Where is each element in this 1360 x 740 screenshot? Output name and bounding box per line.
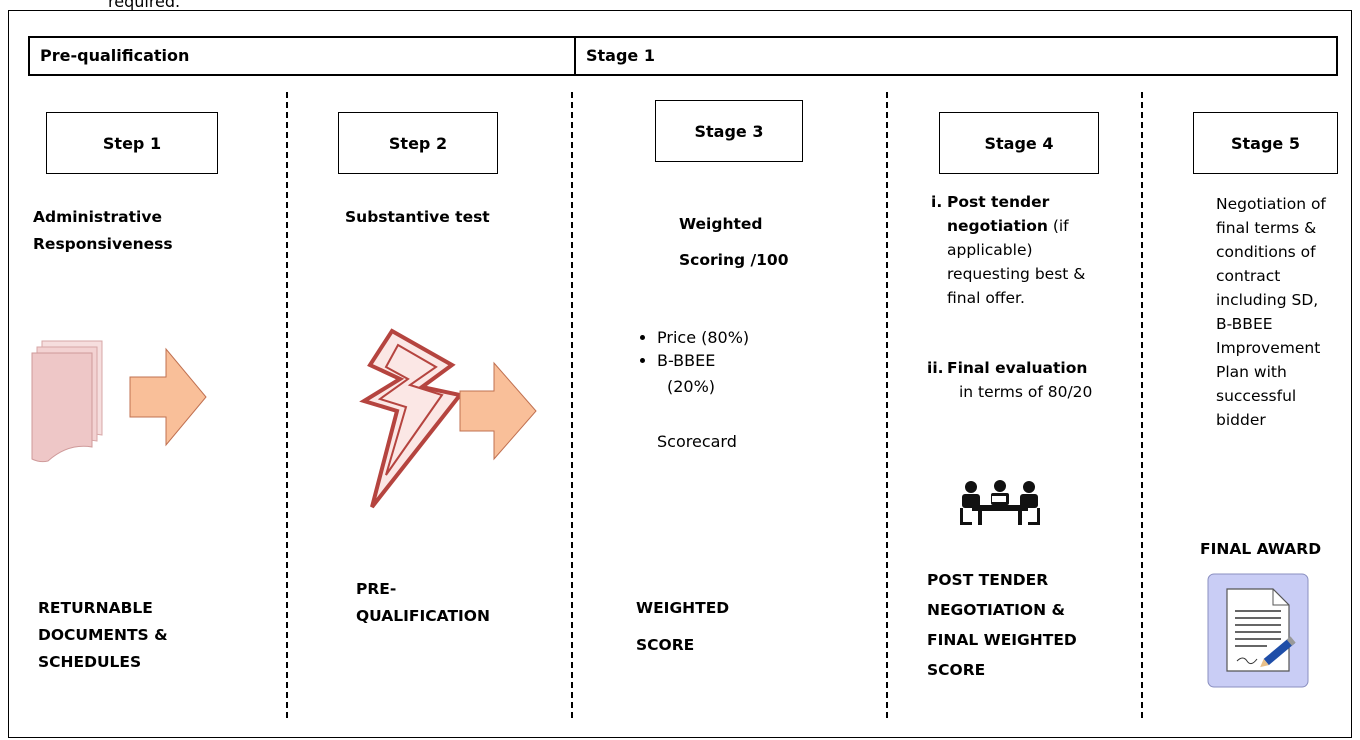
separator-4 xyxy=(1141,92,1143,718)
stage-4-item-2: ii. Final evaluation in terms of 80/20 xyxy=(927,359,1093,401)
stage-5-description: Negotiation of final terms & conditions … xyxy=(1216,195,1326,429)
column-2-footer: PRE- QUALIFICATION xyxy=(356,580,490,625)
bullet-bbbee: B-BBEE xyxy=(657,349,749,372)
column-1-title: Administrative Responsiveness xyxy=(33,208,173,253)
lightning-bolt-icon xyxy=(359,328,537,509)
column-4-footer: POST TENDER NEGOTIATION & FINAL WEIGHTED… xyxy=(927,571,1077,679)
column-2-title: Substantive test xyxy=(345,208,490,226)
column-3-footer: WEIGHTED SCORE xyxy=(636,599,730,654)
top-cutoff-text: required. xyxy=(108,0,181,11)
documents-stack-icon xyxy=(31,340,207,463)
step-1-box: Step 1 xyxy=(46,112,218,174)
prequalification-header: Pre-qualification xyxy=(40,46,190,65)
signed-document-icon xyxy=(1207,573,1309,688)
column-1-footer: RETURNABLE DOCUMENTS & SCHEDULES xyxy=(38,599,168,671)
header-row: Pre-qualification Stage 1 xyxy=(28,36,1338,76)
separator-1 xyxy=(286,92,288,718)
stage-4-box: Stage 4 xyxy=(939,112,1099,174)
stage-4-item-1: i. Post tender negotiation (if applicabl… xyxy=(931,193,1086,307)
meeting-table-icon xyxy=(960,480,1040,525)
scorecard-label: Scorecard xyxy=(657,432,737,451)
final-award-label: FINAL AWARD xyxy=(1200,540,1322,558)
separator-2 xyxy=(571,92,573,718)
stage-3-box: Stage 3 xyxy=(655,100,803,162)
header-divider xyxy=(574,38,576,74)
bullet-bbbee-continued: (20%) xyxy=(667,377,716,396)
stage1-header: Stage 1 xyxy=(586,46,655,65)
bullet-price: Price (80%) xyxy=(657,326,749,349)
scoring-bullets: Price (80%) B-BBEE xyxy=(641,326,749,372)
stage-5-box: Stage 5 xyxy=(1193,112,1338,174)
step-2-box: Step 2 xyxy=(338,112,498,174)
diagram-frame xyxy=(8,10,1352,738)
separator-3 xyxy=(886,92,888,718)
column-3-title: Weighted Scoring /100 xyxy=(679,215,789,269)
